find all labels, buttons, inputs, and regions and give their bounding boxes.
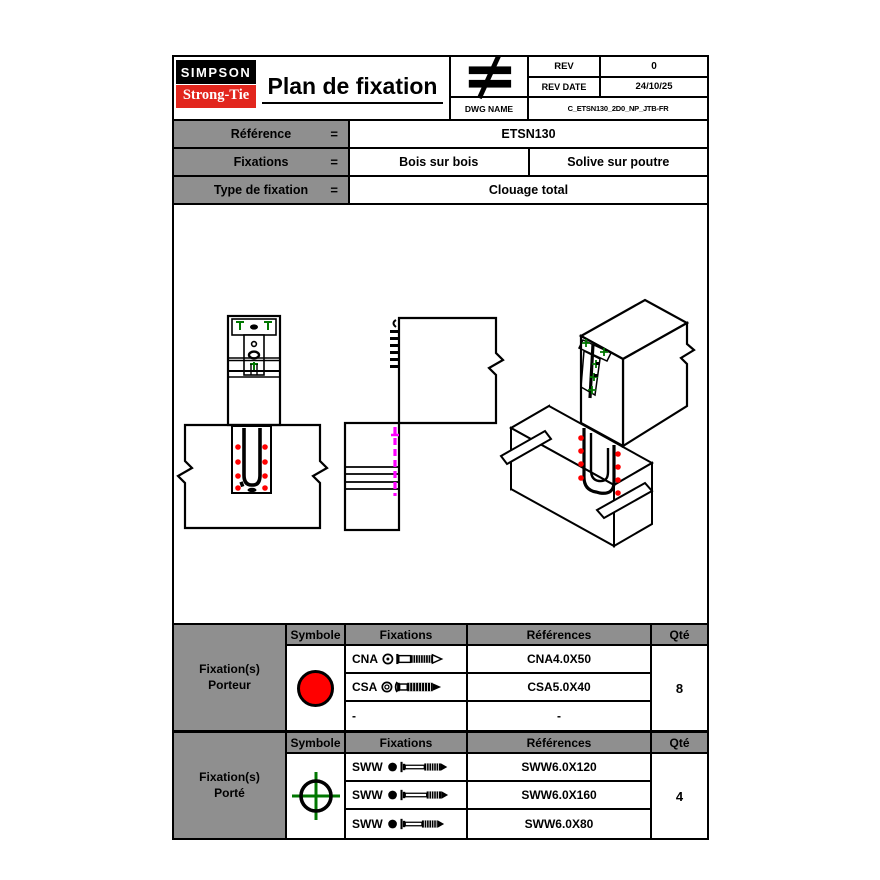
green-crosshair-marker-icon <box>291 772 340 820</box>
reference-cell: SWW6.0X120 <box>468 754 652 782</box>
page-title: Plan de fixation <box>261 73 444 104</box>
fixations-value-2: Solive sur poutre <box>527 149 708 175</box>
fixation-row: SWW <box>346 810 468 838</box>
isometric-view-drawing <box>499 298 696 548</box>
reference-cell: CNA4.0X50 <box>468 646 652 674</box>
rev-label: REV <box>529 57 601 78</box>
reference-value: ETSN130 <box>501 127 556 141</box>
logo-strong-tie: Strong-Tie <box>176 85 256 108</box>
drawing-sheet: SIMPSON Strong-Tie Plan de fixation REV … <box>172 54 709 840</box>
col-header-symbole: Symbole <box>287 625 346 646</box>
equals-sign: = <box>330 126 338 142</box>
porteur-symbol-cell <box>287 646 346 730</box>
col-header-references: Références <box>468 625 652 646</box>
col-header-references: Références <box>468 733 652 754</box>
csa-screw-icon <box>381 681 442 693</box>
fixation-row: SWW <box>346 782 468 810</box>
reference-cell: SWW6.0X160 <box>468 782 652 810</box>
fixation-row: SWW <box>346 754 468 782</box>
col-header-qte: Qté <box>652 625 707 646</box>
title-block: SIMPSON Strong-Tie Plan de fixation REV … <box>174 54 707 121</box>
col-header-fixations: Fixations <box>346 733 468 754</box>
drawing-area <box>174 205 707 625</box>
cna-ring-nail-icon <box>382 653 444 665</box>
sheet-title-cell: Plan de fixation <box>256 57 449 119</box>
porteur-group-cell: Fixation(s) Porteur <box>174 625 287 730</box>
type-fixation-label: Type de fixation <box>213 183 309 197</box>
equals-sign: = <box>330 182 338 198</box>
logo-simpson: SIMPSON <box>176 60 256 84</box>
porte-symbol-cell <box>287 754 346 838</box>
porte-qty-cell: 4 <box>675 788 684 804</box>
dwg-name-label: DWG NAME <box>451 98 529 119</box>
type-fixation-value: Clouage total <box>488 183 569 197</box>
porte-group-cell: Fixation(s) Porté <box>174 733 287 838</box>
reference-cell-empty: - <box>468 702 652 730</box>
sww-washer-screw-icon <box>387 789 448 801</box>
sww-washer-screw-icon <box>387 761 447 773</box>
porteur-qty-cell: 8 <box>675 680 684 696</box>
info-table: Référence = ETSN130 Fixations = Bois sur… <box>174 121 707 205</box>
porteur-fixation-table: Fixation(s) Porteur Symbole Fixations Ré… <box>174 625 707 733</box>
rev-date-value: 24/10/25 <box>601 78 707 99</box>
fixation-row: CNA <box>346 646 468 674</box>
not-equal-icon <box>451 54 529 99</box>
fixation-row-empty: - <box>346 702 468 730</box>
dwg-name-value: C_ETSN130_2D0_NP_JTB-FR <box>567 104 669 114</box>
fixations-label: Fixations <box>233 155 289 169</box>
sww-washer-screw-icon <box>387 818 444 830</box>
porte-fixation-table: Fixation(s) Porté Symbole Fixations Réfé… <box>174 733 707 838</box>
col-header-fixations: Fixations <box>346 625 468 646</box>
front-view-drawing <box>176 314 329 530</box>
col-header-symbole: Symbole <box>287 733 346 754</box>
fixations-value-1: Bois sur bois <box>399 155 479 169</box>
reference-cell: CSA5.0X40 <box>468 674 652 702</box>
side-view-drawing <box>343 316 505 532</box>
info-row-type: Type de fixation = Clouage total <box>174 177 707 205</box>
reference-label: Référence <box>230 127 292 141</box>
revision-block: REV 0 REV DATE 24/10/25 DWG NAME C_ETSN1… <box>449 54 707 119</box>
info-row-reference: Référence = ETSN130 <box>174 121 707 149</box>
rev-date-label: REV DATE <box>529 77 601 99</box>
fixation-row: CSA <box>346 674 468 702</box>
brand-logo: SIMPSON Strong-Tie <box>174 57 256 119</box>
col-header-qte: Qté <box>652 733 707 754</box>
reference-cell: SWW6.0X80 <box>468 810 652 838</box>
red-circle-marker-icon <box>297 669 334 707</box>
rev-value: 0 <box>601 57 707 78</box>
equals-sign: = <box>330 154 338 170</box>
info-row-fixations: Fixations = Bois sur bois Solive sur pou… <box>174 149 707 177</box>
